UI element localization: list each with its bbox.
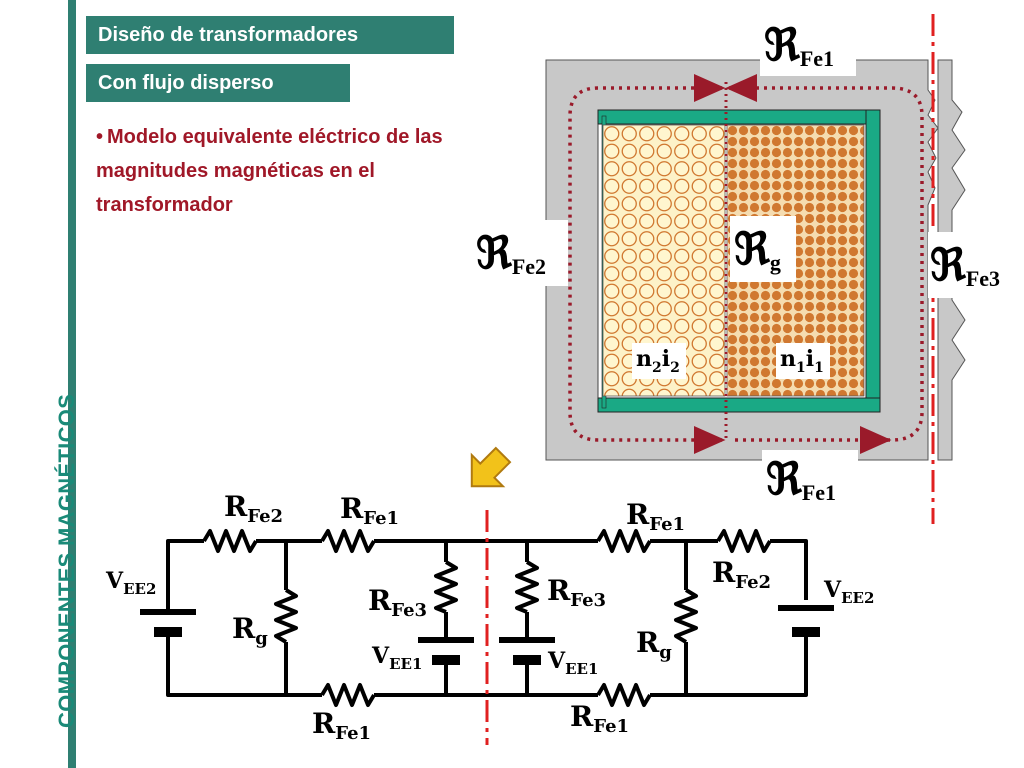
label-vee1-left: VEE1 — [371, 643, 422, 673]
resistor-rfe1-top-left — [320, 529, 376, 553]
reluctance-fe3: ℜFe3 — [930, 240, 1000, 291]
resistor-rfe2-right — [716, 529, 772, 553]
label-rfe3-left: RFe3 — [368, 584, 427, 621]
bobbin-top — [597, 109, 881, 125]
battery-vee2-left — [140, 609, 196, 637]
resistor-rfe1-bottom-right — [596, 683, 652, 707]
down-left-arrow-icon — [470, 446, 512, 488]
bullet-text: Modelo equivalente eléctrico de las magn… — [96, 126, 443, 216]
label-vee2-right: VEE2 — [823, 577, 874, 607]
resistor-rfe2-left — [202, 529, 258, 553]
side-accent-bar — [68, 0, 76, 768]
bobbin-bottom — [597, 397, 881, 413]
winding-label-secondary: n2i2 — [636, 346, 680, 376]
label-rfe1-bottom-left: RFe1 — [312, 707, 371, 744]
label-rfe2-left: RFe2 — [224, 490, 283, 527]
resistor-rfe3-right — [515, 560, 539, 614]
wire-top-left — [166, 539, 204, 612]
label-rfe1-top-right: RFe1 — [626, 498, 685, 535]
label-rfe3-right: RFe3 — [547, 574, 606, 611]
circuit-labels: RFe2 RFe1 RFe1 RFe2 VEE2 VEE2 RFe3 RFe3 … — [105, 490, 874, 744]
resistor-rg-right — [674, 588, 698, 644]
battery-vee2-right — [778, 605, 834, 637]
bobbin-right — [865, 109, 881, 413]
label-rg-left: Rg — [232, 612, 268, 649]
resistor-rfe1-bottom-left — [320, 683, 376, 707]
label-vee1-right: VEE1 — [547, 648, 598, 678]
flux-loop-left — [568, 86, 718, 442]
header-subtitle: Con flujo disperso — [86, 64, 350, 102]
reluctance-fe1-top: ℜFe1 — [764, 20, 834, 71]
winding-label-primary: n1i1 — [780, 346, 824, 376]
label-rfe2-right: RFe2 — [712, 556, 771, 593]
header-title: Diseño de transformadores — [86, 16, 454, 54]
reluctance-fe1-bottom: ℜFe1 — [766, 454, 836, 505]
reluctance-fe2: ℜFe2 — [476, 228, 546, 279]
bullet-item: •Modelo equivalente eléctrico de las mag… — [96, 120, 476, 222]
battery-vee1-left — [418, 637, 474, 665]
flux-loop-right — [732, 86, 924, 442]
transformer-core — [474, 14, 1022, 524]
label-rfe1-top-left: RFe1 — [340, 492, 399, 529]
label-rg-right: Rg — [636, 626, 672, 663]
resistor-rfe1-top-right — [596, 529, 652, 553]
resistor-rfe3-left — [434, 560, 458, 614]
equivalent-circuit — [166, 529, 808, 707]
bullet-dot: • — [96, 126, 104, 148]
label-rfe1-bottom-right: RFe1 — [570, 700, 629, 737]
battery-vee1-right — [499, 637, 555, 665]
label-vee2-left: VEE2 — [105, 568, 156, 598]
reluctance-g: ℜg — [734, 224, 781, 275]
resistor-rg-left — [274, 588, 298, 644]
